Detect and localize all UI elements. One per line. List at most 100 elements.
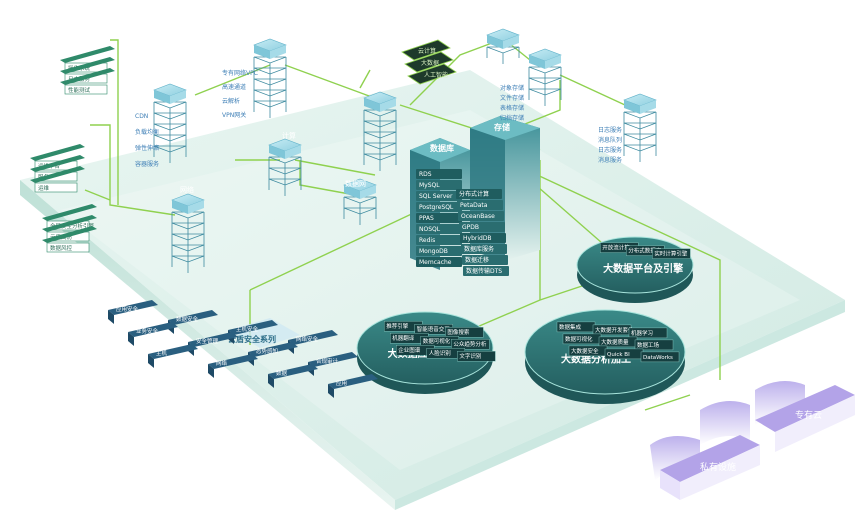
right-label: 文件存储 [500,94,524,102]
rack-top-side [188,200,204,214]
ops-card-bg [64,84,108,95]
security-tile-top [228,320,278,335]
risk-card-top [42,226,97,243]
security-tile-text: 主机安全 [236,325,259,333]
database-item-bg [416,180,462,190]
small-tower-label: 数据网 [345,179,366,188]
risk-card-top [42,204,97,221]
big-data-analysis-disc-chip-text: 大数据质量 [601,338,629,346]
security-tile-text: 网络安全 [296,335,319,343]
rack-edge [528,77,562,85]
database-item-bg [416,235,462,245]
security-tile-side [108,310,114,324]
server-rack [171,193,205,273]
database-item-bg [416,224,462,234]
rack-edge [253,89,287,97]
security-tile-top [268,364,318,379]
big-data-app-disc-chip-text: 企业图谱 [398,346,421,354]
security-tile-text: 安全管理 [196,337,219,345]
database-item-text: MySQL [419,182,440,189]
server-racks [153,28,657,273]
big-data-app-disc-chip-text: 推荐引擎 [386,322,409,330]
storage-item-bg [456,189,502,199]
big-data-app-disc-chip-text: 文字识别 [459,352,481,360]
security-tile-top [208,354,258,369]
big-data-app-disc-chip-text: 人脸识别 [429,349,451,357]
security-tile-top [108,300,158,315]
security-tile-text: 应用安全 [116,305,139,313]
left-tower-label: 网络 [180,185,194,194]
server-rack [528,48,562,106]
security-tile-top [328,374,378,389]
big-data-app-disc-chip-text: 机器翻译 [392,334,415,342]
server-rack [486,28,520,64]
ai-panel: 云计算 大数据 人工智能 [401,39,457,85]
big-data-platform-disc-chip-text: 实时计算引擎 [654,250,688,258]
panel-text-1: 云计算 [418,47,436,55]
storage-item-text: OceanBase [461,213,495,220]
storage-item-text: 数据传输DTS [466,267,502,275]
risk-card-text: 数据风控 [50,244,73,252]
server-rack [623,93,657,162]
rack-edge [253,100,287,108]
rack-top-side [503,35,519,49]
center-label: 云解析 [222,97,240,105]
left-nav-label: 负载均衡 [135,128,159,136]
storage-item-bg [459,222,505,232]
storage-item-text: HybridDB [463,235,492,242]
center-tower-label: 计算 [282,131,296,140]
big-data-analysis-disc-chip-text: 数据工场 [637,341,660,349]
center-label: 高速通道 [222,83,246,91]
risk-card-text: 全局安全分析引擎 [50,222,95,230]
rack-top-side [380,98,396,112]
rack-top-side [285,145,301,159]
database-item-text: MongoDB [419,248,448,255]
public-cloud-label: 专有云 [795,409,822,421]
rack-top-side [172,200,188,214]
cloud-link [644,394,691,411]
rack-top-side [154,90,170,104]
private-cloud-label: 私有设施 [700,461,736,473]
security-tile-text: 业务安全 [136,327,159,335]
database-item-bg [416,246,462,256]
storage-item-bg [460,233,506,243]
rack-top-side [344,185,360,199]
security-tile-text: 态势感知 [256,347,278,355]
ops-card-top [60,46,115,63]
big-data-analysis-disc: 大数据分析加工数据集成大数据开发套件机器学习数据可视化大数据质量数据工场大数据安… [524,309,686,404]
storage-item-bg [458,211,504,221]
right-label: 对象存储 [500,84,524,92]
left-card-groups: 操作系统日志服务性能测试运维平台服务运维全局安全分析引擎云盾高防数据风控 [30,46,115,253]
right-label: 归档存储 [500,114,524,122]
rack-edge [363,120,397,128]
storage-item-text: 数据迁移 [465,256,489,264]
rack-top-side [170,90,186,104]
security-tile-top [308,352,358,367]
storage-tower-title: 存储 [493,122,510,132]
rack-edge [268,178,302,186]
rack-edge [363,131,397,139]
server-rack [343,178,377,225]
tools-card-bg [34,182,78,193]
rack-top-side [487,35,503,49]
rack-edge [268,167,302,175]
big-data-analysis-disc-chip-text: DataWorks [643,355,673,361]
security-group: 云盾安全系列 [228,318,300,348]
storage-item-bg [462,255,508,265]
big-data-analysis-disc-chip [634,339,674,351]
security-tile-top [168,310,218,325]
left-nav-label: 容器服务 [135,160,159,168]
database-item-bg [416,202,462,212]
rack-top-side [364,98,380,112]
security-tile-side [208,364,214,378]
security-tile-top [248,342,298,357]
database-item-text: PostgreSQL [419,204,454,211]
security-tile-top [288,330,338,345]
security-tile-side [328,384,334,398]
rack-edge [623,133,657,141]
big-data-app-disc: 大数据应用推荐引擎智能语音交互图像搜索机器翻译数据可视化公众趋势分析企业图谱人脸… [356,311,496,394]
